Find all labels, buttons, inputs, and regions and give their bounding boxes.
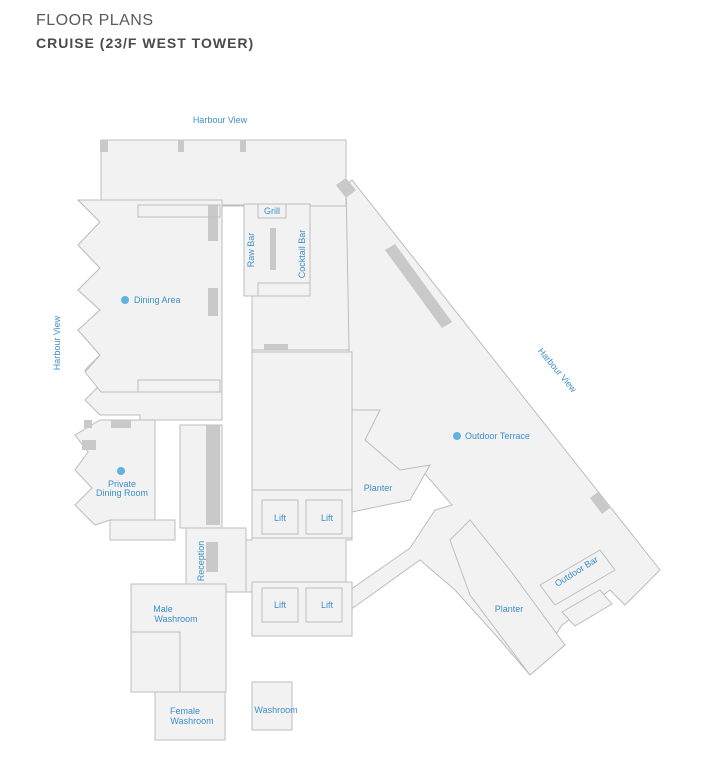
lift-4-box	[305, 587, 343, 623]
column	[84, 420, 92, 428]
grill-station	[257, 203, 287, 219]
column	[240, 140, 246, 152]
column	[336, 178, 356, 198]
label-female-washroom-1: Female	[170, 706, 200, 716]
terrace-seating-strip	[385, 244, 452, 328]
column	[82, 440, 96, 450]
label-lift-4: Lift	[321, 600, 334, 610]
label-washroom: Washroom	[254, 705, 297, 715]
label-private-dining-2: Dining Room	[96, 488, 148, 498]
label-grill: Grill	[264, 206, 280, 216]
label-planter-lower: Planter	[495, 604, 524, 614]
outdoor-terrace-marker	[453, 432, 461, 440]
page-subtitle: CRUISE (23/F WEST TOWER)	[36, 35, 255, 51]
private-dining-room	[74, 419, 156, 526]
label-harbour-view-right: Harbour View	[536, 346, 579, 394]
column	[206, 425, 220, 525]
label-lift-2: Lift	[321, 513, 334, 523]
column	[590, 492, 610, 514]
column	[206, 542, 218, 572]
lift-3-box	[261, 587, 299, 623]
label-outdoor-terrace: Outdoor Terrace	[465, 431, 530, 441]
female-washroom	[154, 691, 226, 741]
lift-2-box	[305, 499, 343, 535]
dining-area-marker	[121, 296, 129, 304]
raw-bar-counter	[270, 228, 276, 270]
planter-upper	[351, 409, 431, 513]
label-raw-bar: Raw Bar	[246, 233, 256, 268]
column	[264, 344, 288, 350]
bar-counter	[257, 282, 311, 297]
column	[208, 205, 218, 241]
outdoor-bar-counter	[561, 589, 613, 627]
label-reception: Reception	[196, 541, 206, 582]
private-dining-marker	[117, 467, 125, 475]
banquette-top	[137, 204, 221, 218]
male-washroom-lower	[130, 631, 181, 693]
label-male-washroom-1: Male	[153, 604, 173, 614]
label-private-dining-1: Private	[108, 479, 136, 489]
column	[178, 140, 184, 152]
label-dining-area: Dining Area	[134, 295, 181, 305]
private-dining-annex	[109, 519, 176, 541]
outdoor-bar	[539, 549, 616, 606]
label-harbour-view-left: Harbour View	[52, 315, 62, 370]
label-harbour-view-top: Harbour View	[193, 115, 248, 125]
column	[100, 140, 108, 152]
top-frame	[100, 139, 347, 207]
label-female-washroom-2: Washroom	[170, 716, 213, 726]
lift-1-box	[261, 499, 299, 535]
label-cocktail-bar: Cocktail Bar	[297, 230, 307, 279]
column	[208, 288, 218, 316]
label-planter-upper: Planter	[364, 483, 393, 493]
label-male-washroom-2: Washroom	[154, 614, 197, 624]
banquette-bottom	[137, 379, 221, 393]
washroom-room	[251, 681, 293, 731]
page-title: FLOOR PLANS	[36, 12, 154, 29]
label-lift-3: Lift	[274, 600, 287, 610]
column	[111, 420, 131, 428]
label-lift-1: Lift	[274, 513, 287, 523]
core-block	[251, 351, 353, 491]
planter-lower	[449, 519, 566, 676]
